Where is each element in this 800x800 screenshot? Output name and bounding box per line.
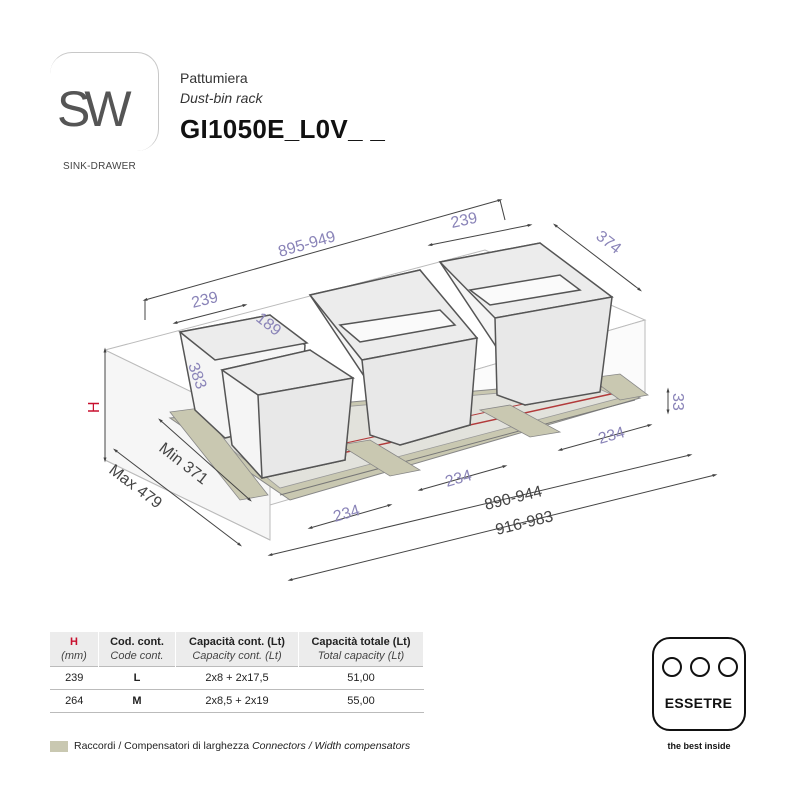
product-name-italian: Pattumiera <box>180 70 248 86</box>
manufacturer-name: ESSETRE <box>664 695 733 711</box>
table-row: 264 M 2x8,5 + 2x19 55,00 <box>50 689 424 713</box>
technical-drawing: 895-949 239 374 239 189 383 H 33 Min 371… <box>86 199 718 581</box>
series-logo: SW <box>57 81 132 137</box>
cell-height: 239 <box>50 666 99 690</box>
dim-height: H <box>86 401 103 413</box>
dim-depth-right: 374 <box>593 228 625 258</box>
header-height: H (mm) <box>50 632 99 667</box>
header-capacity-total: Capacità totale (Lt) Total capacity (Lt) <box>298 632 424 667</box>
legend-text-english: Connectors / Width compensators <box>252 740 411 752</box>
cell-height: 264 <box>50 689 99 713</box>
table-row: 239 L 2x8 + 2x17,5 51,00 <box>50 666 424 690</box>
dim-bin-width-left: 239 <box>190 289 220 312</box>
logo-frame <box>50 52 159 151</box>
manufacturer-logo: ESSETRE <box>652 637 746 731</box>
cell-code: L <box>98 666 176 690</box>
connector-legend: Raccordi / Compensatori di larghezza Con… <box>50 740 410 752</box>
dimension-lines <box>103 199 718 581</box>
dim-base-234-left: 234 <box>331 502 361 526</box>
legend-text-italian: Raccordi / Compensatori di larghezza <box>74 740 250 752</box>
cell-capacity-total: 51,00 <box>298 666 424 690</box>
header-code: Cod. cont. Code cont. <box>98 632 176 667</box>
dim-bin-width-right: 239 <box>449 210 479 232</box>
cell-capacity-total: 55,00 <box>298 689 424 713</box>
cell-capacity-cont: 2x8 + 2x17,5 <box>175 666 299 690</box>
capacity-table: H (mm) Cod. cont. Code cont. Capacità co… <box>50 632 424 713</box>
product-name-english: Dust-bin rack <box>180 90 263 106</box>
connector-swatch <box>50 740 68 752</box>
series-subtitle: SINK-DRAWER <box>63 161 136 172</box>
product-code: GI1050E_L0V_ _ <box>180 114 386 144</box>
header-capacity-cont: Capacità cont. (Lt) Capacity cont. (Lt) <box>175 632 299 667</box>
dim-base-234-right: 234 <box>596 424 626 448</box>
bin-left-front-small <box>220 349 355 479</box>
dim-base-height: 33 <box>669 393 686 411</box>
dim-total-width: 895-949 <box>276 228 337 261</box>
logo-circles-icon <box>662 657 738 677</box>
dim-outer-width: 916-983 <box>494 508 555 539</box>
cell-capacity-cont: 2x8,5 + 2x19 <box>175 689 299 713</box>
dim-inner-width: 890-944 <box>483 483 544 514</box>
dim-base-234-middle: 234 <box>443 467 473 491</box>
cell-code: M <box>98 689 176 713</box>
table-header-row: H (mm) Cod. cont. Code cont. Capacità co… <box>50 632 424 667</box>
manufacturer-tagline: the best inside <box>667 741 731 751</box>
